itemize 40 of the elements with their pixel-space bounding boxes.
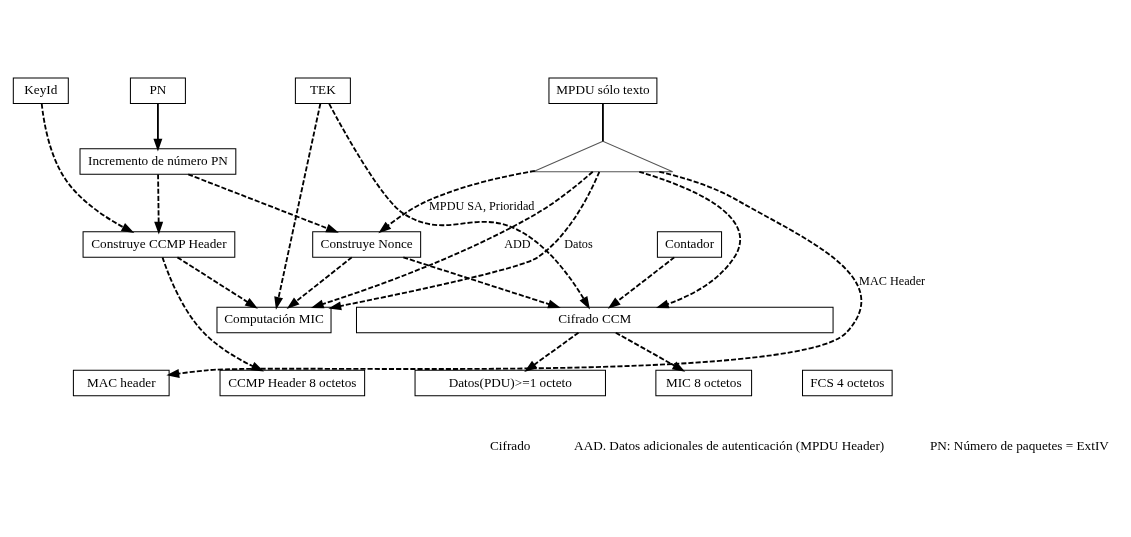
arrow	[402, 256, 561, 309]
edge-label: MAC Header	[859, 274, 926, 289]
edge-label: MPDU SA, Prioridad	[429, 199, 535, 214]
node-box: Computación MIC	[216, 306, 332, 334]
arrow	[328, 103, 590, 310]
arrow	[638, 170, 741, 309]
node-box: FCS 4 octetos	[802, 369, 893, 397]
node-box: Contador	[656, 231, 723, 258]
arrow	[187, 173, 339, 233]
edge-label: ADD	[504, 236, 531, 251]
node-box: PN	[129, 77, 186, 105]
arrow	[614, 331, 686, 372]
arrow	[607, 256, 676, 309]
node-box: TEK	[294, 77, 351, 105]
node-box: MIC 8 octetos	[655, 369, 753, 397]
node-box: CCMP Header 8 octetos	[219, 369, 366, 397]
node-box: Construye CCMP Header	[82, 231, 236, 258]
arrow	[153, 102, 163, 152]
node-box: MPDU sólo texto	[548, 77, 658, 105]
node-box: Incremento de número PN	[79, 148, 237, 175]
arrow	[166, 170, 862, 378]
arrow	[274, 102, 322, 310]
label: PN: Número de paquetes = ExtIV	[929, 437, 1109, 453]
edge-label: Datos	[564, 236, 593, 251]
arrow	[176, 256, 258, 309]
node-box: Cifrado CCM	[356, 306, 834, 334]
node-box: Datos(PDU)>=1 octeto	[414, 369, 606, 397]
node-triangle	[532, 140, 674, 173]
node-box: KeyId	[12, 77, 69, 105]
arrow	[286, 256, 353, 309]
node-box: Construye Nonce	[312, 231, 422, 258]
arrow	[524, 331, 580, 372]
arrow	[161, 256, 264, 372]
label: AAD. Datos adicionales de autenticación (MPDU Header)	[574, 437, 885, 453]
label: Cifrado	[490, 437, 531, 453]
arrow	[154, 173, 164, 235]
arrow	[40, 102, 135, 233]
arrow	[378, 170, 536, 234]
node-box: MAC header	[72, 369, 170, 397]
connector	[602, 102, 604, 143]
